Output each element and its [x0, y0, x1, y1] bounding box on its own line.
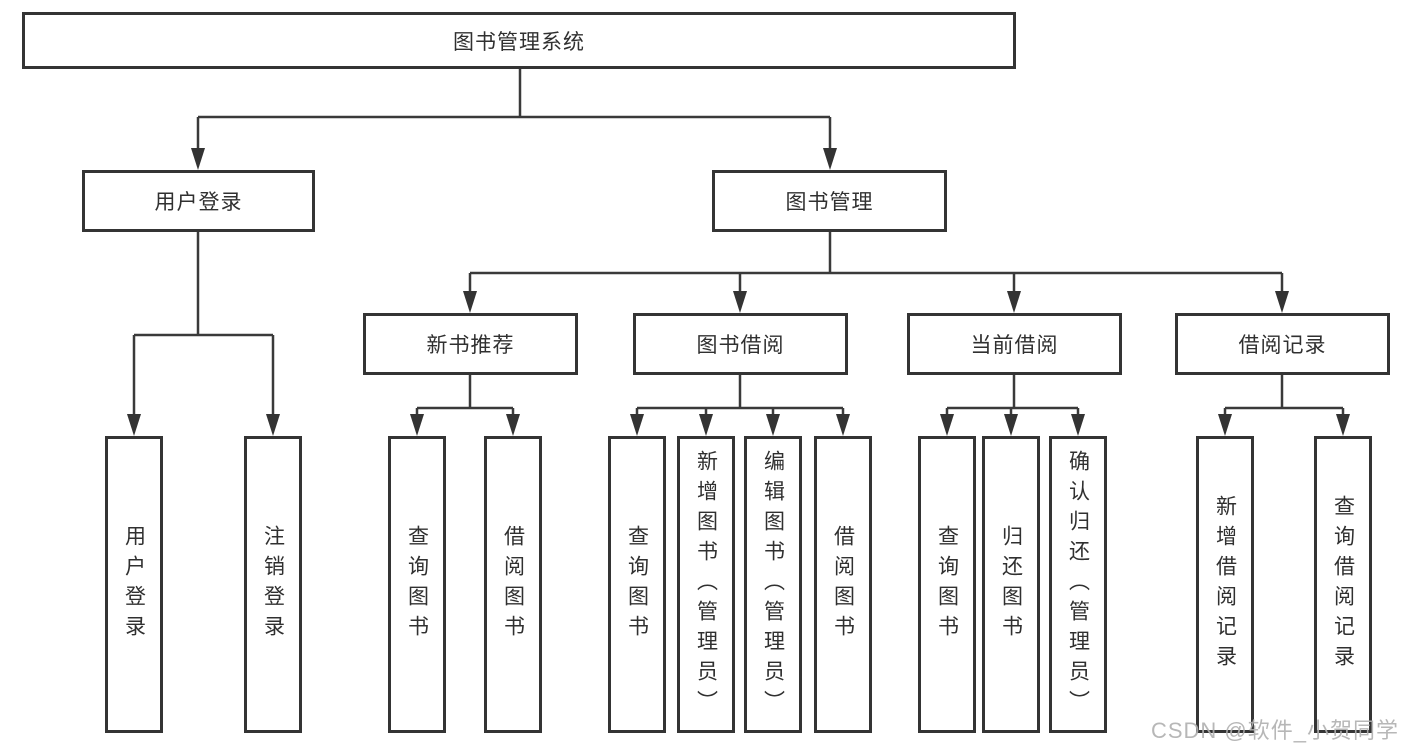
node-leaf-confirm-return-admin: 确认归还（管理员） — [1049, 436, 1107, 733]
node-leaf-borrow-books-2: 借阅图书 — [814, 436, 872, 733]
node-new-book-recommend: 新书推荐 — [363, 313, 578, 375]
node-leaf-add-book-admin: 新增图书（管理员） — [677, 436, 735, 733]
node-current-borrow: 当前借阅 — [907, 313, 1122, 375]
node-book-borrow: 图书借阅 — [633, 313, 848, 375]
node-leaf-query-books-3: 查询图书 — [918, 436, 976, 733]
node-book-management: 图书管理 — [712, 170, 947, 232]
node-leaf-add-borrow-record: 新增借阅记录 — [1196, 436, 1254, 733]
node-leaf-borrow-books-1: 借阅图书 — [484, 436, 542, 733]
node-leaf-edit-book-admin: 编辑图书（管理员） — [744, 436, 802, 733]
node-borrow-records: 借阅记录 — [1175, 313, 1390, 375]
node-leaf-query-books-2: 查询图书 — [608, 436, 666, 733]
node-leaf-query-borrow-record: 查询借阅记录 — [1314, 436, 1372, 733]
node-leaf-return-books: 归还图书 — [982, 436, 1040, 733]
node-library-system: 图书管理系统 — [22, 12, 1016, 69]
node-leaf-logout: 注销登录 — [244, 436, 302, 733]
csdn-watermark: CSDN @软件_小贺同学 — [1150, 718, 1399, 743]
node-leaf-user-login: 用户登录 — [105, 436, 163, 733]
node-user-login: 用户登录 — [82, 170, 315, 232]
node-leaf-query-books-1: 查询图书 — [388, 436, 446, 733]
